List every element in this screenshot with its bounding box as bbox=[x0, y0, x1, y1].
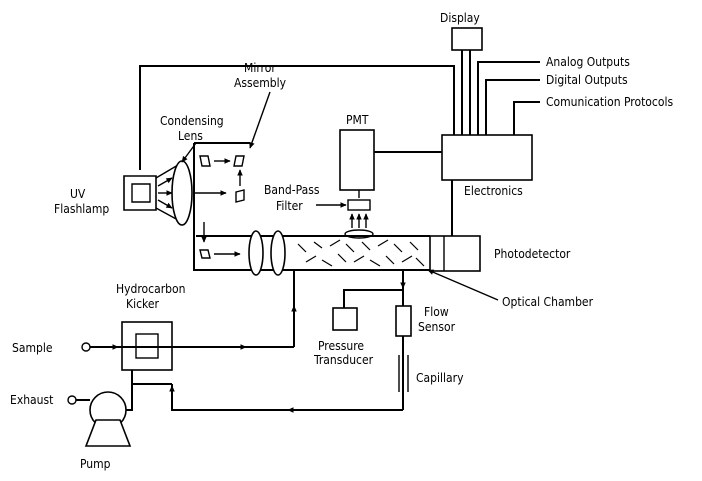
return-line bbox=[171, 384, 403, 411]
chamber-lens-2 bbox=[270, 230, 286, 276]
exhaust-port bbox=[67, 395, 77, 405]
display-label: Display bbox=[440, 11, 480, 25]
exhaust-label: Exhaust bbox=[10, 393, 53, 407]
chamber-molecules bbox=[297, 239, 425, 267]
pump-outlet-line bbox=[126, 370, 133, 411]
optical-chamber-label: Optical Chamber bbox=[502, 295, 594, 309]
condensing-lens bbox=[171, 160, 193, 226]
flow-label-2: Sensor bbox=[418, 320, 456, 334]
kicker-label-1: Hydrocarbon bbox=[116, 282, 185, 296]
flashlamp-control-line bbox=[139, 65, 455, 170]
band-pass-filter bbox=[347, 199, 371, 211]
digital-output-line bbox=[485, 79, 540, 135]
pressure-label-2: Transducer bbox=[313, 353, 374, 367]
pump-label: Pump bbox=[80, 457, 111, 471]
flashlamp-bulb bbox=[131, 183, 151, 203]
digital-outputs-label: Digital Outputs bbox=[546, 73, 628, 87]
electronics-label: Electronics bbox=[464, 184, 523, 198]
flashlamp-rays bbox=[157, 177, 173, 209]
capillary-label: Capillary bbox=[416, 371, 464, 385]
kicker-to-pump-line bbox=[131, 370, 172, 385]
pmt-light-arrows bbox=[349, 190, 369, 228]
chamber-lens-1 bbox=[248, 230, 264, 276]
pump-base bbox=[84, 419, 132, 447]
mirror-elements bbox=[199, 155, 245, 259]
condensing-lens-pointer bbox=[181, 142, 197, 163]
flow-sensor-box bbox=[395, 305, 412, 337]
flashlamp-reflector bbox=[155, 164, 179, 221]
kicker-label-2: Kicker bbox=[126, 297, 159, 311]
uv-label: UV bbox=[70, 187, 86, 201]
mirror-beam-arrows bbox=[194, 158, 243, 257]
pressure-transducer-box bbox=[332, 307, 358, 331]
pressure-tap-line bbox=[343, 289, 403, 308]
pmt-box bbox=[339, 129, 375, 191]
condensing-label-1: Condensing bbox=[160, 114, 224, 128]
pmt-label: PMT bbox=[346, 113, 369, 127]
mirror-assembly-pointer bbox=[249, 91, 271, 149]
pmt-collection-lens bbox=[344, 229, 374, 239]
analog-outputs-label: Analog Outputs bbox=[546, 55, 630, 69]
band-pass-label-2: Filter bbox=[276, 199, 303, 213]
electronics-box bbox=[441, 134, 533, 181]
optical-housing-outline bbox=[193, 143, 430, 271]
display-box bbox=[451, 27, 483, 51]
pressure-label-1: Pressure bbox=[318, 339, 364, 353]
flashlamp-housing bbox=[123, 175, 157, 211]
photodetector-box bbox=[429, 235, 481, 272]
flashlamp-label: Flashlamp bbox=[54, 202, 109, 216]
optical-chamber-pointer bbox=[427, 269, 499, 301]
communication-protocols-label: Comunication Protocols bbox=[546, 95, 673, 109]
mirror-label-2: Assembly bbox=[234, 76, 287, 90]
flow-label-1: Flow bbox=[424, 305, 449, 319]
mirror-label-1: Mirror bbox=[244, 61, 276, 75]
band-pass-label-1: Band-Pass bbox=[264, 183, 320, 197]
communication-line bbox=[513, 101, 540, 135]
sample-label: Sample bbox=[12, 341, 53, 355]
analog-output-line bbox=[477, 61, 540, 135]
sample-port bbox=[81, 342, 91, 352]
condensing-label-2: Lens bbox=[178, 129, 203, 143]
photodetector-label: Photodetector bbox=[494, 247, 571, 261]
